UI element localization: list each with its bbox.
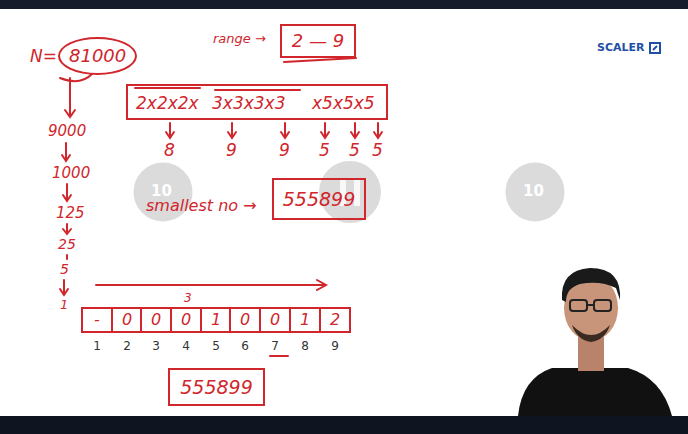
instructor-figure	[518, 268, 672, 416]
circled-number: 81000	[58, 37, 137, 75]
note-text: 10	[523, 184, 544, 199]
array-cell: 7	[260, 340, 290, 352]
boxed-value: 555899	[168, 368, 265, 406]
array-cell: 0	[260, 312, 290, 328]
top-bar	[0, 0, 688, 9]
node-text: 2x2x2x	[136, 95, 199, 112]
note-text: 5	[349, 142, 360, 159]
node-text: 3x3x3x3	[212, 95, 285, 112]
player-overlay	[132, 161, 566, 223]
scaler-logo-icon	[650, 43, 660, 53]
ink-strokes	[60, 58, 382, 356]
node-text: 555899	[283, 190, 356, 209]
note-text: 1	[60, 298, 68, 311]
array-cell: 0	[230, 312, 260, 328]
note-text: 9	[226, 142, 237, 159]
note-text: 5	[319, 142, 330, 159]
array-cell: 1	[290, 312, 320, 328]
node-text: 555899	[180, 378, 253, 397]
array-cell: 5	[201, 340, 231, 352]
array-cell: 3	[141, 340, 171, 352]
note-text: 5	[60, 262, 69, 276]
array-cell: 0	[112, 312, 142, 328]
array-cell: 4	[171, 340, 201, 352]
boxed-value: 2x2x2x 3x3x3x3 x5x5x5	[126, 84, 388, 120]
array-cell: 1	[82, 340, 112, 352]
note-text: 8	[164, 142, 175, 159]
array-cell: 6	[230, 340, 260, 352]
note-text: range →	[213, 32, 266, 45]
note-text: 10	[151, 184, 172, 199]
note-text: N=	[30, 48, 57, 65]
note-text: 5	[372, 142, 383, 159]
node-text: 81000	[69, 47, 126, 65]
note-text: 3	[184, 292, 192, 304]
array-cell: 2	[112, 340, 142, 352]
note-text: 25	[58, 237, 76, 251]
note-text: 9000	[48, 124, 86, 139]
node-text: 2 — 9	[292, 32, 344, 50]
array-cell: 0	[171, 312, 201, 328]
note-text: 1000	[52, 166, 90, 181]
note-text: SCALER	[597, 42, 645, 53]
bottom-bar	[0, 416, 688, 434]
boxed-value: 2 — 9	[280, 24, 356, 58]
array-cell: 1	[201, 312, 231, 328]
note-text: 9	[279, 142, 290, 159]
array-cell: -	[82, 312, 112, 328]
node-text: x5x5x5	[312, 95, 375, 112]
array-cell: 0	[141, 312, 171, 328]
array-cell: 2	[320, 312, 350, 328]
note-text: smallest no →	[146, 198, 257, 214]
array-cell: 9	[320, 340, 350, 352]
note-text: 125	[56, 206, 85, 221]
boxed-value: 555899	[272, 178, 366, 220]
array-cell: 8	[290, 340, 320, 352]
